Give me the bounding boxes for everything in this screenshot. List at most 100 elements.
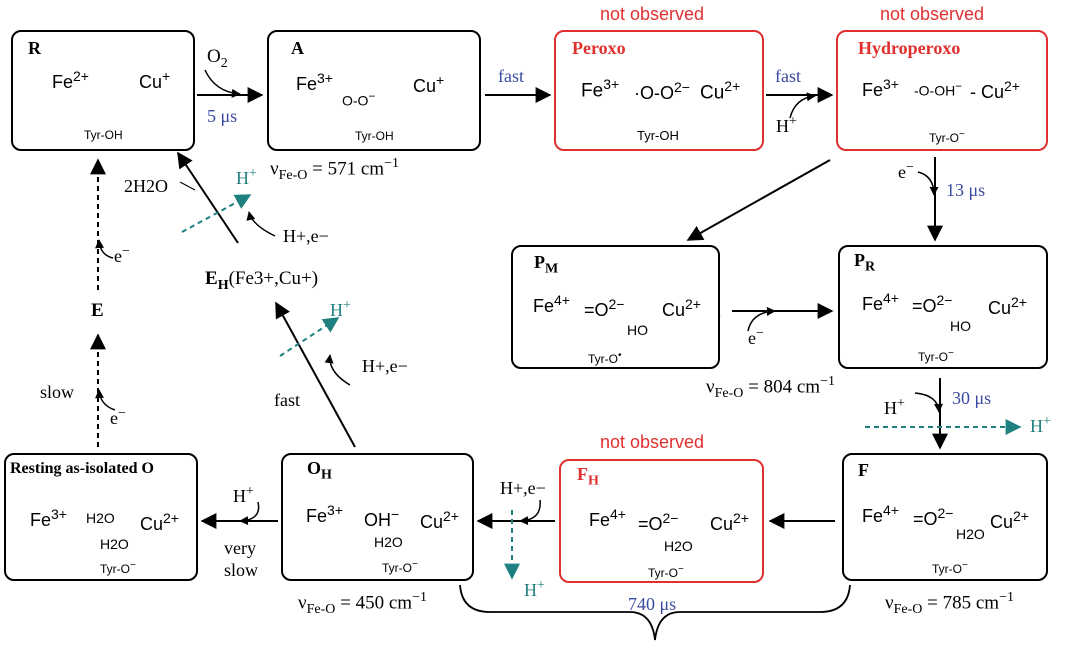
state-pm-residue: Tyr-O• (588, 350, 622, 366)
state-pr-fe: Fe4+ (862, 290, 899, 314)
state-resting-box (4, 453, 198, 581)
state-oh-ligand: OH− (364, 506, 400, 530)
step-very: very (224, 538, 256, 558)
brace-740us (459, 584, 851, 641)
arrow-h-curl-3 (239, 501, 260, 526)
state-resting-cu: Cu2+ (140, 510, 179, 534)
state-r-fe: Fe2+ (52, 68, 89, 92)
state-peroxo-fe: Fe3+ (581, 76, 620, 102)
state-pr-cu: Cu2+ (988, 294, 1027, 318)
step-slow-1: slow (40, 382, 75, 402)
step-he-3: H+,e− (283, 226, 329, 246)
state-oh-cu: Cu2+ (420, 508, 459, 532)
state-pr-ligand: =O2− (912, 292, 953, 316)
arrow-h2o-release (179, 181, 196, 191)
step-o2: O2 (207, 46, 228, 71)
step-e-minus-3: e− (114, 244, 130, 266)
state-f-ligand: =O2− (913, 505, 954, 529)
step-e-minus-2: e− (748, 326, 764, 348)
state-hydroperoxo-box (836, 30, 1048, 151)
step-2h2o: 2H2O (124, 176, 168, 196)
state-pr-ho: HO (950, 318, 971, 334)
state-r-cu: Cu+ (139, 68, 171, 92)
state-fh-water: H2O (664, 538, 693, 554)
arrow-he-curl-3 (246, 211, 276, 237)
proton-arrow-1 (181, 194, 252, 233)
arrow-h-curl-2 (914, 392, 944, 413)
arrow-o2-curl (204, 69, 241, 98)
state-fh-ligand: =O2− (638, 510, 679, 534)
step-h-plus-teal-1: H+ (1030, 414, 1051, 436)
state-pm-ho: HO (627, 322, 648, 338)
step-h-plus-teal-3: H+ (330, 298, 351, 320)
step-he-1: H+,e− (500, 478, 546, 498)
step-h-plus-3: H+ (233, 484, 254, 506)
state-pr-residue: Tyr-O− (918, 348, 954, 364)
state-peroxo-label: Peroxo (572, 38, 626, 58)
state-oh-box (281, 453, 474, 581)
state-a-residue: Tyr-OH (355, 129, 394, 143)
state-fh-box (559, 459, 764, 583)
step-slow-2: slow (224, 560, 259, 580)
state-fh-fe: Fe4+ (589, 506, 626, 530)
arrow-e-curl-2 (747, 306, 776, 332)
arrow-he-curl-1 (519, 499, 541, 526)
state-hydroperoxo-residue: Tyr-O− (929, 129, 965, 145)
arrow-eh-to-r (177, 151, 239, 244)
step-13us: 13 μs (946, 180, 986, 200)
state-r-label: R (28, 38, 41, 58)
state-pm-fe: Fe4+ (533, 292, 570, 316)
state-f-cu: Cu2+ (990, 508, 1029, 532)
state-resting-fe: Fe3+ (30, 506, 67, 530)
state-hydroperoxo-fe: Fe3+ (862, 76, 899, 100)
state-peroxo-cu: Cu2+ (700, 78, 741, 104)
state-r-box (11, 30, 195, 151)
state-peroxo-residue: Tyr-OH (637, 128, 679, 143)
state-pm-box (511, 245, 720, 369)
state-peroxo-box (554, 30, 764, 151)
step-he-2: H+,e− (362, 356, 408, 376)
state-resting-water: H2O (100, 536, 129, 552)
step-h-plus-teal-4: H+ (236, 166, 257, 188)
step-e-minus-1: e− (898, 160, 914, 182)
arrow-e-curl-3 (95, 389, 116, 411)
step-5us: 5 μs (207, 106, 238, 126)
arrow-e-curl-4 (95, 239, 114, 259)
state-a-cu: Cu+ (413, 72, 445, 96)
state-oh-label: OH (307, 458, 332, 483)
state-hydroperoxo-ligand: -O-OH− (914, 80, 963, 99)
state-fh-cu: Cu2+ (710, 510, 749, 534)
state-pm-cu: Cu2+ (662, 296, 701, 320)
step-fast-1: fast (498, 66, 524, 86)
state-f-box (842, 453, 1048, 581)
state-f-fe: Fe4+ (862, 502, 899, 526)
state-fh-status: not observed (600, 432, 705, 452)
state-a-nu: νFe-O = 571 cm−1 (270, 156, 399, 184)
state-fh-residue: Tyr-O− (648, 564, 684, 580)
step-e-minus-4: e− (110, 406, 126, 428)
arrow-h-curl-1 (789, 92, 816, 119)
state-f-label: F (858, 460, 869, 480)
state-f-nu: νFe-O = 785 cm−1 (885, 590, 1014, 618)
state-f-residue: Tyr-O− (932, 560, 968, 576)
state-pr-label: PR (854, 250, 876, 275)
state-resting-residue: Tyr-O− (100, 560, 136, 576)
state-hydroperoxo-cu: - Cu2+ (970, 78, 1020, 102)
state-oh-fe: Fe3+ (306, 502, 343, 526)
state-peroxo-status: not observed (600, 4, 705, 24)
step-fast-3: fast (274, 390, 300, 410)
state-fh-label: FH (577, 464, 599, 489)
state-a-label: A (291, 38, 304, 58)
state-f-water: H2O (956, 526, 985, 542)
step-eh-state: EH(Fe3+,Cu+) (205, 268, 319, 293)
state-pm-ligand: =O2− (584, 296, 625, 320)
state-resting-label: Resting as-isolated O (10, 460, 154, 477)
state-a-ligand: O-O− (342, 90, 376, 109)
step-fast-2: fast (775, 66, 801, 86)
state-oh-residue: Tyr-O− (382, 559, 418, 575)
step-h-plus-2: H+ (884, 396, 905, 418)
arrow-e-curl-1 (917, 171, 939, 196)
state-peroxo-ligand: ·O-O2− (634, 79, 690, 103)
state-r-residue: Tyr-OH (84, 128, 123, 142)
